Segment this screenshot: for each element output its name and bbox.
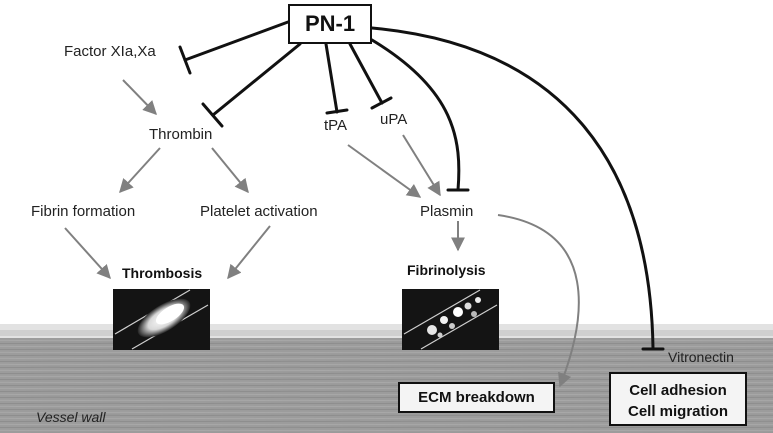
upa-label: uPA [380,111,408,128]
thrombosis-micrograph [113,289,210,350]
tpa-label: tPA [324,117,348,134]
factor-xia-xa-label: Factor XIa,Xa [64,43,156,60]
platelet-activation-label: Platelet activation [200,203,318,220]
cell-adhesion-line: Cell adhesion [629,382,727,399]
ecm-breakdown-box: ECM breakdown [398,382,555,413]
plasmin-label: Plasmin [420,203,474,220]
cell-migration-line: Cell migration [627,403,728,420]
fibrin-formation-label: Fibrin formation [31,203,136,220]
fibrinolysis-micrograph [402,289,499,350]
pn1-node: PN-1 [288,4,372,44]
vitronectin-label: Vitronectin [668,349,734,365]
cell-adhesion-migration-box: Cell adhesion Cell migration [609,372,747,426]
vessel-wall-label: Vessel wall [36,409,106,425]
inhibition-lines [178,20,665,351]
thrombosis-label: Thrombosis [122,265,203,281]
thrombin-label: Thrombin [149,126,213,143]
fibrinolysis-label: Fibrinolysis [407,262,486,278]
activation-arrows [64,79,580,388]
